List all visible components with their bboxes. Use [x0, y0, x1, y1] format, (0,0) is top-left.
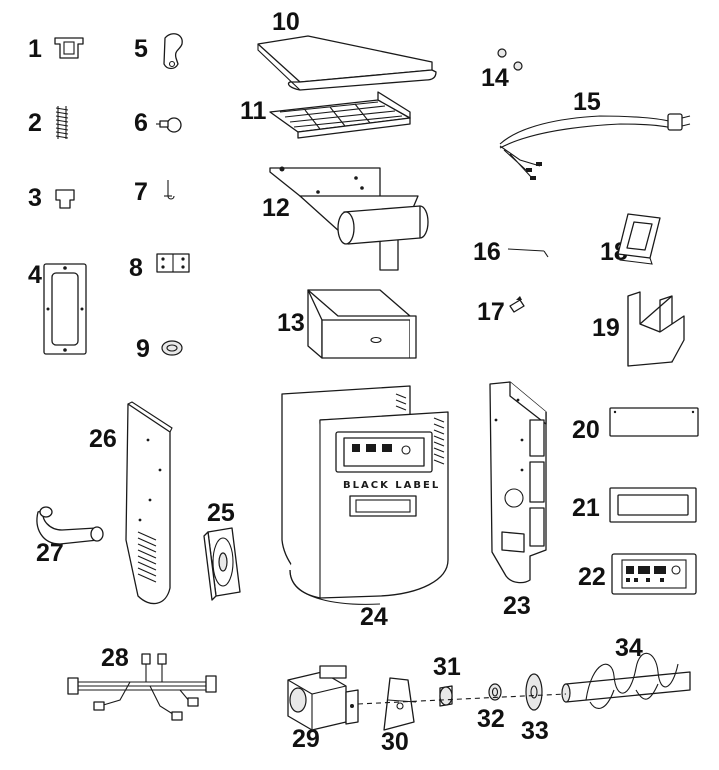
part-label-20: 20	[572, 416, 600, 444]
part-label-32: 32	[477, 705, 505, 733]
part-label-9: 9	[136, 335, 150, 363]
part-label-4: 4	[28, 261, 42, 289]
part-15-power-cord	[499, 113, 691, 180]
part-label-1: 1	[28, 35, 42, 63]
part-label-15: 15	[573, 88, 601, 116]
part-23-side-panel	[489, 381, 547, 584]
part-21-frame-plate	[609, 487, 697, 523]
front-panel-label: BLACK LABEL	[343, 480, 440, 491]
part-label-7: 7	[134, 178, 148, 206]
part-label-22: 22	[578, 563, 606, 591]
part-10-lid	[257, 35, 437, 91]
part-label-24: 24	[360, 603, 388, 631]
part-label-12: 12	[262, 194, 290, 222]
part-28-wiring-harness	[67, 653, 217, 721]
part-18-frame	[617, 213, 661, 265]
part-25-fan	[203, 527, 241, 601]
part-7-pin	[164, 180, 175, 200]
part-label-19: 19	[592, 314, 620, 342]
part-label-34: 34	[615, 634, 643, 662]
part-label-11: 11	[240, 97, 267, 125]
part-label-6: 6	[134, 109, 148, 137]
part-label-30: 30	[381, 728, 409, 756]
part-29-motor	[287, 665, 359, 731]
part-13-housing	[307, 289, 417, 359]
part-label-2: 2	[28, 109, 42, 137]
part-label-16: 16	[473, 238, 501, 266]
part-label-33: 33	[521, 717, 549, 745]
part-label-8: 8	[129, 254, 143, 282]
part-16-rod	[507, 248, 549, 258]
part-22-controller-board	[611, 553, 697, 595]
vent-grille	[137, 531, 157, 583]
part-27-handle	[36, 506, 104, 545]
part-1-bracket	[54, 37, 84, 59]
part-30-bracket	[383, 677, 417, 731]
part-33-washer	[525, 673, 543, 711]
part-26-side-cover	[125, 401, 173, 605]
part-2-spring	[55, 106, 69, 139]
part-5-latch	[163, 33, 183, 70]
part-20-plate	[609, 407, 699, 437]
part-24-main-body: BLACK LABEL	[281, 385, 449, 605]
part-label-10: 10	[272, 8, 300, 36]
part-9-grommet	[161, 340, 183, 356]
part-label-3: 3	[28, 184, 42, 212]
part-19-bracket-box	[627, 291, 685, 367]
part-label-14: 14	[481, 64, 509, 92]
part-label-21: 21	[572, 494, 600, 522]
part-31-bushing	[439, 685, 453, 707]
part-label-13: 13	[277, 309, 305, 337]
part-label-23: 23	[503, 592, 531, 620]
part-3-connector	[55, 189, 75, 209]
assembly-axis-line	[357, 693, 567, 705]
part-4-plate	[43, 263, 87, 355]
part-32-collar	[488, 683, 502, 701]
part-12-hopper-chute	[269, 166, 429, 271]
part-label-5: 5	[134, 35, 148, 63]
part-label-31: 31	[433, 653, 461, 681]
part-label-17: 17	[477, 298, 505, 326]
part-34-auger	[561, 652, 691, 709]
part-17-switch	[509, 296, 525, 313]
part-label-26: 26	[89, 425, 117, 453]
part-14-nuts	[497, 48, 523, 71]
part-label-25: 25	[207, 499, 235, 527]
part-8-hinge	[156, 253, 190, 273]
part-11-grate	[269, 91, 411, 139]
part-6-knob	[156, 117, 182, 133]
part-label-28: 28	[101, 644, 129, 672]
